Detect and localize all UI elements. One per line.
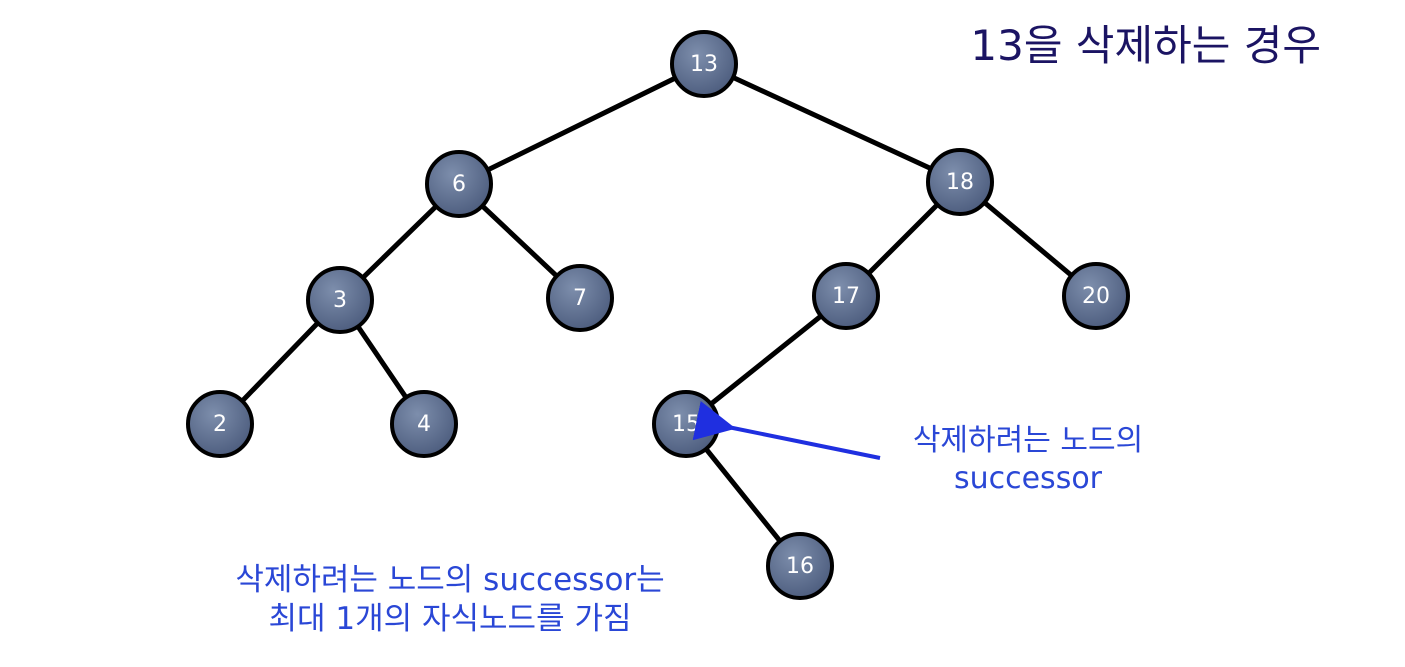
tree-node-17: 17 (812, 262, 880, 330)
tree-edge-13-18 (701, 61, 963, 185)
tree-node-label: 7 (573, 286, 587, 311)
tree-node-label: 15 (672, 412, 700, 437)
successor-annotation-line1: 삭제하려는 노드의 (912, 423, 1144, 458)
tree-node-circle (812, 262, 880, 330)
bottom-annotation-line1: 삭제하려는 노드의 successor는 (235, 562, 665, 598)
tree-node-4: 4 (390, 390, 458, 458)
successor-annotation: 삭제하려는 노드의 successor (878, 422, 1178, 497)
tree-node-circle (306, 266, 374, 334)
bottom-annotation-line2: 최대 1개의 자식노드를 가짐 (268, 600, 632, 637)
successor-arrow (692, 401, 881, 460)
tree-node-circle (186, 390, 254, 458)
tree-node-circle (546, 264, 614, 332)
tree-node-6: 6 (425, 150, 493, 218)
tree-node-circle (766, 532, 834, 600)
tree-node-label: 13 (690, 52, 718, 77)
tree-node-label: 20 (1082, 284, 1110, 309)
tree-node-circle (425, 150, 493, 218)
tree-node-circle (926, 148, 994, 216)
tree-node-circle (390, 390, 458, 458)
tree-node-label: 6 (452, 172, 466, 197)
tree-node-circle (670, 30, 738, 98)
tree-node-3: 3 (306, 266, 374, 334)
tree-node-label: 18 (946, 170, 974, 195)
tree-node-label: 16 (786, 554, 814, 579)
tree-edge-13-6 (456, 61, 707, 187)
tree-nodes: 13 6 18 3 7 17 20 2 4 15 16 (186, 30, 1130, 600)
tree-node-circle (1062, 262, 1130, 330)
bottom-annotation: 삭제하려는 노드의 successor는 최대 1개의 자식노드를 가짐 (200, 561, 700, 639)
tree-node-7: 7 (546, 264, 614, 332)
successor-annotation-line2: successor (953, 460, 1103, 496)
tree-node-18: 18 (926, 148, 994, 216)
page-title: 13을 삭제하는 경우 (970, 21, 1321, 70)
tree-node-label: 4 (417, 412, 431, 437)
tree-node-label: 2 (213, 412, 227, 437)
tree-node-15: 15 (652, 390, 720, 458)
tree-node-13: 13 (670, 30, 738, 98)
tree-node-20: 20 (1062, 262, 1130, 330)
tree-node-label: 17 (832, 284, 860, 309)
tree-node-label: 3 (333, 288, 347, 313)
tree-node-16: 16 (766, 532, 834, 600)
tree-node-2: 2 (186, 390, 254, 458)
